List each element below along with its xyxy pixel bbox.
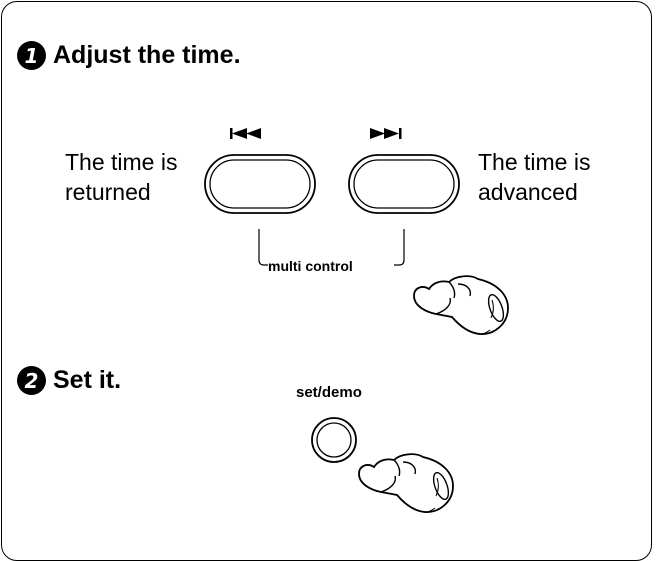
- advanced-caption-line-2: advanced: [478, 179, 578, 205]
- step-2-title-text: Set it.: [53, 366, 122, 394]
- pointing-hand-icon: [413, 275, 509, 335]
- advanced-caption: The time is advanced: [478, 147, 590, 207]
- diagram-artwork: [204, 128, 509, 513]
- returned-caption-line-2: returned: [65, 179, 151, 205]
- step-1-title: 1 Adjust the time.: [17, 41, 241, 70]
- step-1-title-text: Adjust the time.: [53, 41, 241, 69]
- pointing-hand-icon: [358, 453, 454, 513]
- skip-previous-icon: [230, 128, 261, 139]
- advanced-caption-line-1: The time is: [478, 149, 591, 175]
- skip-next-button[interactable]: [348, 154, 460, 214]
- returned-caption-line-1: The time is: [65, 149, 178, 175]
- step-1-number-badge: 1: [17, 41, 46, 70]
- multi-control-bracket: [258, 229, 405, 266]
- set-demo-label: set/demo: [296, 384, 362, 401]
- step-2-number-badge: 2: [17, 366, 46, 395]
- step-2-title: 2 Set it.: [17, 366, 121, 395]
- skip-next-icon: [370, 128, 402, 139]
- multi-control-label: multi control: [268, 258, 353, 274]
- returned-caption: The time is returned: [65, 147, 177, 207]
- set-demo-button[interactable]: [311, 417, 357, 463]
- skip-previous-button[interactable]: [204, 154, 316, 214]
